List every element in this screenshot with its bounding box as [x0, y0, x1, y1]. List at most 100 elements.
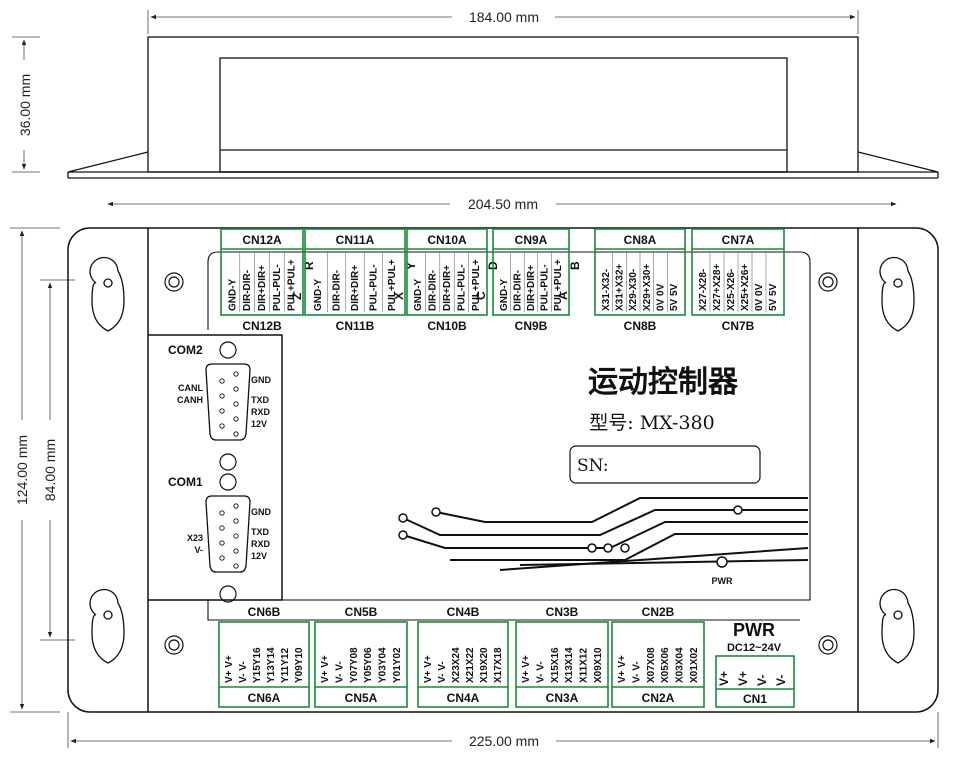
com-label: COM2 [168, 343, 203, 357]
db9-pin [233, 431, 239, 437]
pin-label: X15X16 [550, 647, 561, 683]
com-right-label: TXD [251, 395, 270, 405]
connector-cn7a: CN7ACN7BX27-X28-X27+X28+X25-X26-X25+X26+… [691, 228, 785, 333]
top-view [67, 36, 939, 179]
device-title: 运动控制器 [588, 365, 739, 400]
sn-label: SN: [577, 456, 609, 476]
com-right-label: RXD [251, 407, 271, 417]
db9-pin [219, 393, 225, 399]
connector-outline [207, 251, 811, 621]
com-label: COM1 [168, 475, 203, 489]
pin-label: PUL+PUL+ [387, 259, 398, 311]
pin-label: DIR-DIR- [332, 270, 343, 311]
power-title: PWR [733, 620, 775, 640]
pin-label: PUL+PUL+ [287, 259, 298, 311]
board-outline [67, 227, 939, 713]
axis-label: Y [404, 262, 418, 270]
dim-overall-height: 124.00 mm [14, 435, 30, 505]
connector-label-b: CN3B [546, 605, 579, 619]
power-range: DC12~24V [727, 642, 782, 654]
connector-label-b: CN11B [336, 319, 375, 333]
pin-label: X05X06 [660, 647, 671, 683]
connector-label-a: CN4A [447, 691, 480, 705]
pin-label: X09X10 [593, 647, 604, 683]
connector-label-a: CN6A [248, 691, 281, 705]
dim-top-height: 36.00 mm [17, 74, 33, 136]
db9-pin [233, 371, 239, 377]
connector-label-a: CN2A [642, 691, 675, 705]
pin-label: X25-X26- [726, 269, 737, 311]
dimension-lines [10, 10, 939, 748]
pin-label: 5V 5V [669, 283, 680, 311]
pin-label: GND-Y [313, 278, 324, 311]
pin-label: V+ V+ [617, 655, 628, 683]
db9-pin [219, 510, 225, 516]
connector-frame [314, 621, 408, 708]
connector-frame [218, 621, 310, 708]
connector-label-b: CN10B [427, 319, 467, 333]
com-screw [219, 473, 237, 491]
axis-label: Z [290, 293, 304, 300]
com-left-label: CANH [177, 395, 203, 405]
connector-cn8a: CN8ACN8BX31-X32-X31+X32+X29-X30-X29+X30+… [594, 228, 686, 333]
pin-label: X17X18 [493, 647, 504, 683]
db9-pin [233, 548, 239, 554]
pin-label: Y13Y14 [266, 647, 277, 683]
pin-label: X29-X30- [628, 269, 639, 311]
pin-label: X21X22 [465, 647, 476, 683]
power-pin-label: V- [774, 675, 788, 686]
pin-label: X29+X30+ [642, 264, 653, 311]
connector-label-a: CN9A [515, 233, 548, 247]
mounting-slots [89, 256, 915, 664]
connector-label-b: CN7B [722, 319, 755, 333]
pin-label: PUL+PUL+ [471, 259, 482, 311]
com-left-label: V- [194, 545, 203, 555]
connector-frame [406, 228, 488, 316]
model-label: 型号: MX-380 [589, 412, 714, 434]
pin-label: X31-X32- [601, 269, 612, 311]
com-right-label: GND [251, 507, 272, 517]
pin-label: V- V- [632, 661, 643, 683]
connector-frame [611, 621, 705, 708]
pin-label: 0V 0V [754, 283, 765, 311]
pin-label: X23X24 [451, 647, 462, 683]
power-pin-label: V+ [717, 671, 731, 686]
dim-hole-spacing: 84.00 mm [42, 439, 58, 501]
pwr-led-label: PWR [712, 576, 733, 586]
connector-label-b: CN5B [345, 605, 378, 619]
pin-label: V+ V+ [423, 655, 434, 683]
pin-label: Y09Y10 [294, 647, 305, 683]
connector-label-a: CN8A [624, 233, 657, 247]
com-screw [219, 453, 237, 471]
pin-label: X25+X26+ [740, 264, 751, 311]
pin-label: 5V 5V [768, 283, 779, 311]
pin-label: X11X12 [579, 648, 590, 683]
db9-pin [233, 401, 239, 407]
pin-label: PUL+PUL+ [553, 259, 564, 311]
connector-label-b: CN6B [248, 605, 281, 619]
pin-label: Y05Y06 [363, 647, 374, 683]
com-screw [219, 341, 237, 359]
pin-label: Y07Y08 [349, 647, 360, 683]
power-pin-label: V+ [736, 671, 750, 686]
db9-pin [219, 408, 225, 414]
db9-pin [219, 555, 225, 561]
pin-label: PUL-PUL- [272, 264, 283, 311]
connector-label-a: CN3A [546, 691, 579, 705]
db9-shell [205, 495, 251, 573]
pin-label: X19X20 [479, 647, 490, 683]
db9-pin [219, 378, 225, 384]
connector-label-b: CN8B [624, 319, 657, 333]
connector-frame [304, 228, 406, 316]
pin-label: X03X04 [675, 647, 686, 683]
